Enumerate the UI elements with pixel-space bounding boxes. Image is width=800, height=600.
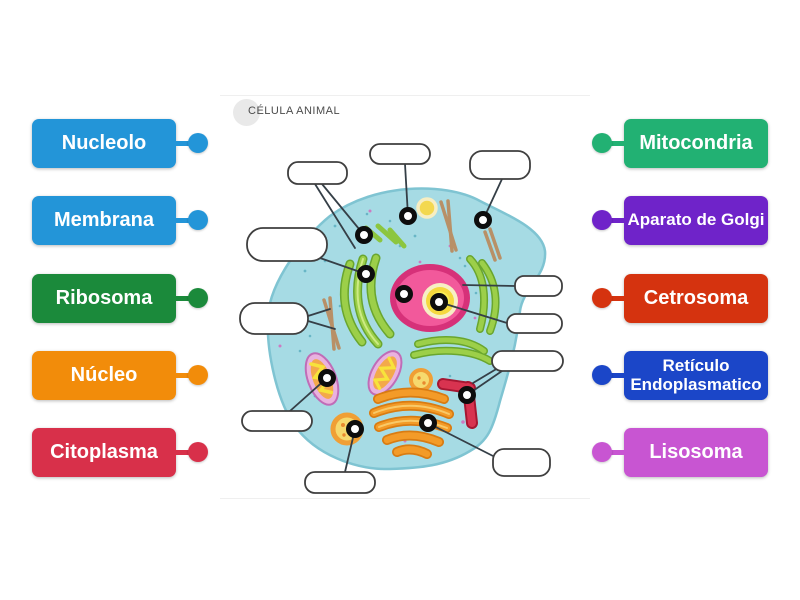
pointer-line — [472, 367, 499, 384]
answer-box[interactable] — [506, 313, 563, 334]
connector-knob — [188, 210, 208, 230]
pointer-line — [314, 183, 356, 249]
pointer-line — [307, 320, 336, 330]
connector-stub — [175, 373, 192, 378]
filaments — [322, 199, 502, 351]
connector-stub — [175, 450, 192, 455]
label-text: Membrana — [53, 208, 155, 231]
drop-point[interactable] — [355, 226, 373, 244]
drop-point[interactable] — [395, 285, 413, 303]
connector-knob — [592, 133, 612, 153]
er-right — [410, 255, 500, 365]
connector-knob — [592, 210, 612, 230]
connector-stub — [608, 450, 625, 455]
answer-box[interactable] — [491, 350, 564, 372]
diagram-stage: CÉLULA ANIMAL — [220, 95, 590, 499]
connector-knob — [188, 133, 208, 153]
drop-point[interactable] — [346, 420, 364, 438]
connector-stub — [175, 296, 192, 301]
label-cetrosoma[interactable]: Cetrosoma — [592, 274, 792, 323]
label-nucleolo[interactable]: Nucleolo — [32, 119, 232, 168]
mitochondrion-center — [367, 350, 403, 396]
pointer-line — [321, 183, 365, 236]
answer-box[interactable] — [246, 227, 328, 262]
connector-knob — [592, 365, 612, 385]
connector-stub — [608, 141, 625, 146]
drop-point[interactable] — [399, 207, 417, 225]
label-reticulo-endoplasmatico[interactable]: Retículo Endoplasmatico — [592, 351, 792, 400]
diagram-title: CÉLULA ANIMAL — [248, 105, 341, 117]
label-text: Núcleo — [70, 363, 138, 386]
answer-box[interactable] — [304, 471, 376, 494]
vesicle — [416, 197, 438, 219]
label-aparato-de-golgi[interactable]: Aparato de Golgi — [592, 196, 792, 245]
drop-point[interactable] — [430, 293, 448, 311]
label-mitocondria[interactable]: Mitocondria — [592, 119, 792, 168]
connector-stub — [175, 141, 192, 146]
connector-knob — [592, 442, 612, 462]
pointer-line — [438, 301, 508, 324]
pointer-line — [427, 422, 494, 457]
answer-box[interactable] — [369, 143, 431, 165]
connector-stub — [608, 218, 625, 223]
answer-box[interactable] — [239, 302, 309, 335]
answer-box[interactable] — [514, 275, 563, 297]
label-membrana[interactable]: Membrana — [32, 196, 232, 245]
drop-point[interactable] — [474, 211, 492, 229]
answer-box[interactable] — [287, 161, 348, 185]
connector-stub — [175, 218, 192, 223]
connector-knob — [592, 288, 612, 308]
golgi-apparatus — [369, 387, 454, 459]
drop-point[interactable] — [458, 386, 476, 404]
label-citoplasma[interactable]: Citoplasma — [32, 428, 232, 477]
connector-knob — [188, 442, 208, 462]
label-text: Ribosoma — [55, 286, 153, 309]
label-text: Aparato de Golgi — [627, 210, 765, 230]
label-nucleo[interactable]: Núcleo — [32, 351, 232, 400]
connector-knob — [188, 288, 208, 308]
small-vesicle — [409, 368, 433, 392]
label-lisosoma[interactable]: Lisosoma — [592, 428, 792, 477]
drop-point[interactable] — [318, 369, 336, 387]
connector-knob — [188, 365, 208, 385]
answer-box[interactable] — [241, 410, 313, 432]
label-text: Lisosoma — [649, 440, 743, 463]
pointer-line — [307, 308, 331, 317]
answer-box[interactable] — [492, 448, 551, 477]
title-bullet-circle — [233, 99, 260, 126]
animal-cell-illustration — [266, 187, 547, 471]
label-text: Nucleolo — [61, 131, 147, 154]
label-text: Mitocondria — [639, 131, 753, 154]
drop-point[interactable] — [419, 414, 437, 432]
drop-point[interactable] — [357, 265, 375, 283]
label-text: Cetrosoma — [643, 286, 749, 309]
connector-stub — [608, 296, 625, 301]
connector-stub — [608, 373, 625, 378]
answer-box[interactable] — [469, 150, 531, 180]
label-text: Retículo Endoplasmatico — [630, 356, 762, 394]
label-ribosoma[interactable]: Ribosoma — [32, 274, 232, 323]
pointer-line — [462, 284, 516, 287]
label-text: Citoplasma — [50, 440, 158, 463]
